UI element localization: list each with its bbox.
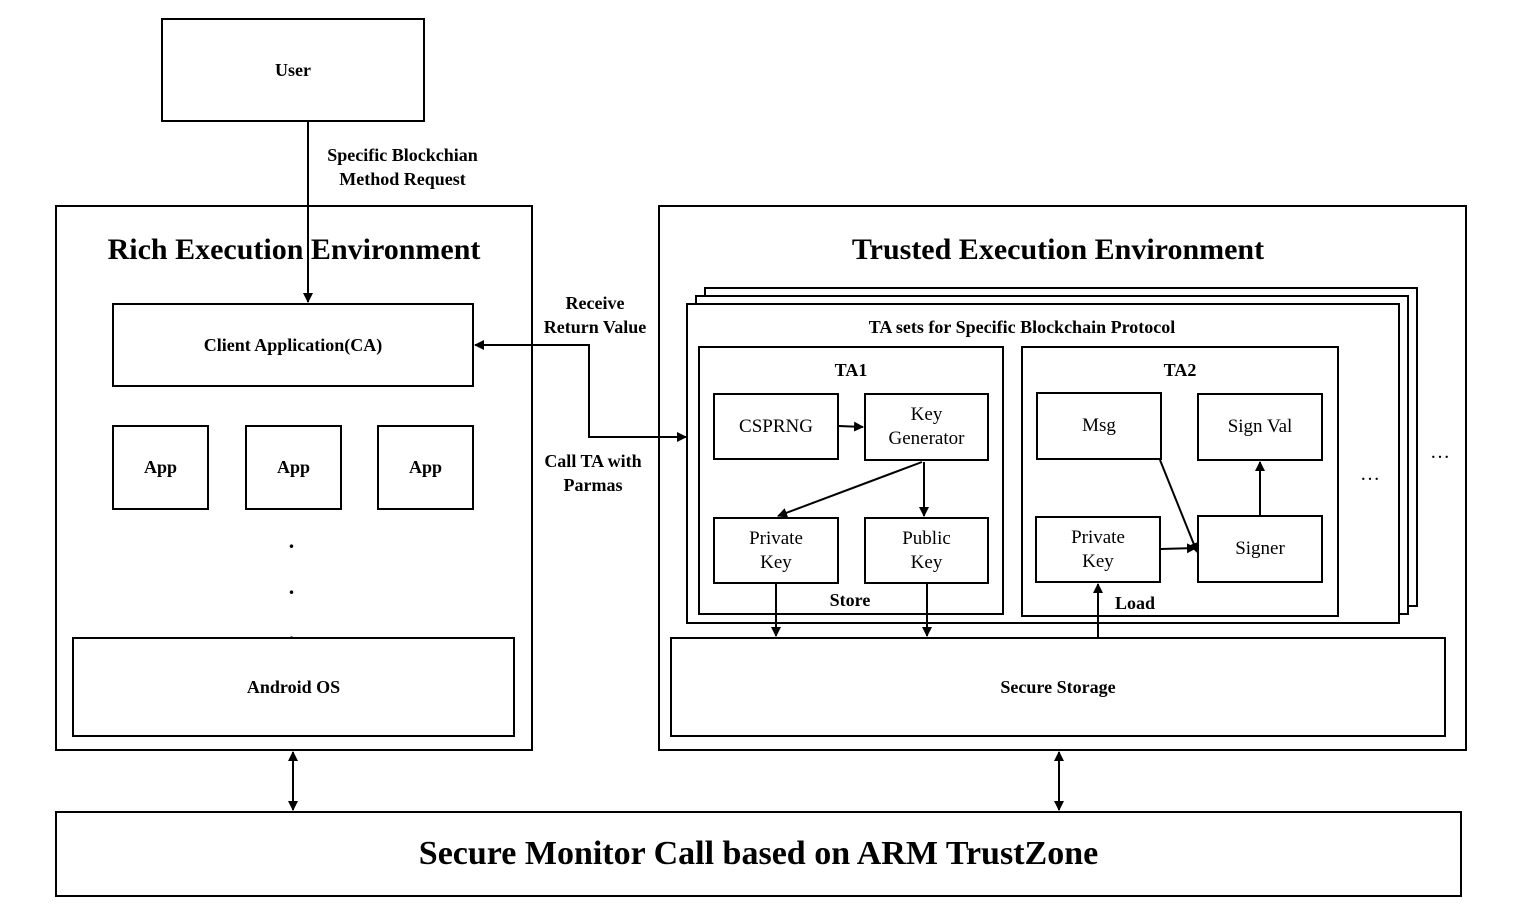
ta1-private-key-line1: Private <box>749 527 803 549</box>
vertical-ellipsis-text: . . . <box>279 528 304 643</box>
secure-storage-label: Secure Storage <box>1000 676 1116 697</box>
public-key-box: Public Key <box>864 517 989 584</box>
vertical-ellipsis: . . . <box>279 528 304 643</box>
inner-ellipsis: … <box>1360 463 1380 485</box>
ta2-private-key-line2: Key <box>1082 550 1114 572</box>
sign-val-box: Sign Val <box>1197 393 1323 461</box>
public-key-line2: Key <box>910 551 943 573</box>
app-label-2: App <box>276 457 311 477</box>
signer-label: Signer <box>1235 538 1285 559</box>
csprng-box: CSPRNG <box>713 393 839 460</box>
outer-ellipsis: … <box>1430 441 1450 463</box>
ree-title: Rich Execution Environment <box>107 233 481 266</box>
request-label: Specific Blockchian Method Request <box>310 143 495 191</box>
ta2-private-key-box: Private Key <box>1035 516 1161 583</box>
signer-box: Signer <box>1197 515 1323 583</box>
load-label: Load <box>1114 593 1156 613</box>
app-box-3: App <box>377 425 474 510</box>
client-application-box: Client Application(CA) <box>112 303 474 387</box>
call-ta-label: Call TA with Parmas <box>528 449 658 497</box>
app-label-1: App <box>143 457 178 477</box>
public-key-line1: Public <box>902 527 951 549</box>
store-label: Store <box>829 590 871 610</box>
secure-monitor-call-label: Secure Monitor Call based on ARM TrustZo… <box>418 835 1099 872</box>
request-label-line1: Specific Blockchian <box>327 145 478 165</box>
receive-label-line2: Return Value <box>543 317 647 337</box>
android-os-label: Android OS <box>246 676 341 697</box>
ta1-private-key-line2: Key <box>760 551 792 573</box>
msg-box: Msg <box>1036 392 1162 460</box>
key-generator-box: Key Generator <box>864 393 989 461</box>
ta2-private-key-line1: Private <box>1071 526 1125 548</box>
app-box-1: App <box>112 425 209 510</box>
app-label-3: App <box>408 457 443 477</box>
user-box: User <box>161 18 425 122</box>
user-label: User <box>275 59 311 80</box>
tee-title: Trusted Execution Environment <box>851 233 1265 266</box>
key-generator-line2: Generator <box>888 428 965 449</box>
ta1-private-key-box: Private Key <box>713 517 839 584</box>
secure-monitor-call-box: Secure Monitor Call based on ARM TrustZo… <box>55 811 1462 897</box>
ta1-title: TA1 <box>834 360 868 380</box>
call-label-line2: Parmas <box>563 475 623 495</box>
request-label-line2: Method Request <box>339 169 466 189</box>
csprng-label: CSPRNG <box>739 415 813 437</box>
android-os-box: Android OS <box>72 637 515 737</box>
ta2-title: TA2 <box>1163 360 1197 380</box>
app-box-2: App <box>245 425 342 510</box>
receive-return-label: Receive Return Value <box>530 291 660 339</box>
secure-storage-box: Secure Storage <box>670 637 1446 737</box>
sign-val-label: Sign Val <box>1227 416 1293 437</box>
key-generator-line1: Key <box>910 404 943 425</box>
call-label-line1: Call TA with <box>544 451 642 471</box>
receive-label-line1: Receive <box>565 293 625 313</box>
ta-sets-title: TA sets for Specific Blockchain Protocol <box>868 317 1176 337</box>
client-application-label: Client Application(CA) <box>203 334 383 355</box>
msg-label: Msg <box>1082 415 1116 436</box>
